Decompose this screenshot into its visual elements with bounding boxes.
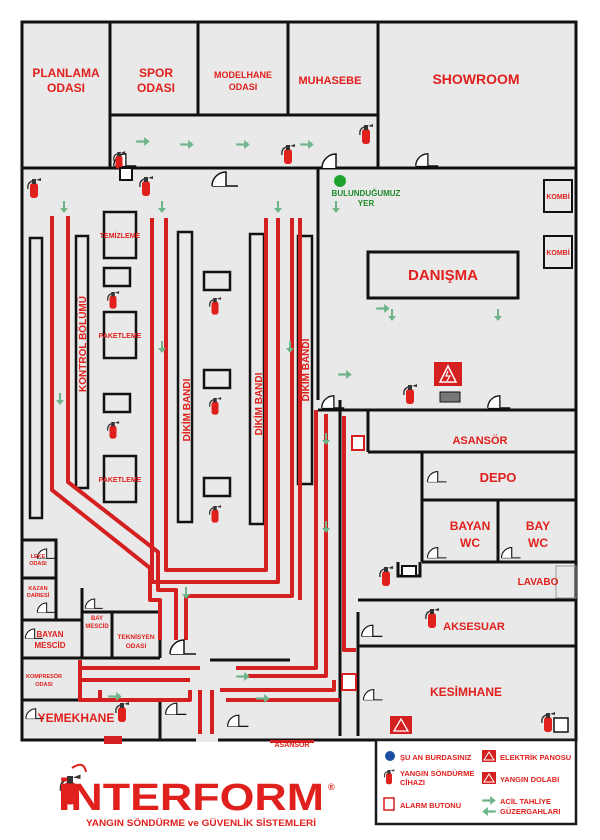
room-kazan-line2: DAİRESİ xyxy=(27,592,50,599)
exit-gap xyxy=(196,734,218,742)
room-yemekhane: YEMEKHANE xyxy=(38,711,115,725)
you-are-here-icon xyxy=(385,751,395,761)
room-bay-wc-line2: WC xyxy=(528,536,548,550)
bottom-elevator-marker xyxy=(270,740,314,743)
right-room-walls xyxy=(316,168,576,736)
alarm-buttons xyxy=(119,167,569,733)
location-marker-label-line2: YER xyxy=(358,199,375,208)
room-paketleme-1: PAKETLEME xyxy=(99,333,142,340)
room-kompresor-line2: ODASI xyxy=(35,682,53,688)
room-aksesuar: AKSESUAR xyxy=(443,621,505,633)
legend-fire-cabinet: YANGIN DOLABI xyxy=(500,775,559,784)
room-bayan-mescid-line2: MESCİD xyxy=(34,641,65,650)
room-kompresor-line1: KOMPRESÖR xyxy=(26,673,62,680)
production-benches xyxy=(28,210,314,526)
room-showroom: SHOWROOM xyxy=(432,71,519,87)
room-depo: DEPO xyxy=(480,470,517,485)
room-teknisyen-line2: ODASI xyxy=(126,643,147,650)
room-kombi-2: KOMBİ xyxy=(546,249,569,257)
room-muhasebe: MUHASEBE xyxy=(299,75,362,87)
legend-alarm: ALARM BUTONU xyxy=(400,801,461,810)
room-spor-line2: ODASI xyxy=(137,81,175,95)
room-bay-mescid-line2: MESCİD xyxy=(85,623,109,630)
you-are-here-marker xyxy=(334,175,346,187)
room-bay-wc-line1: BAY xyxy=(526,519,550,533)
room-bayan-mescid-line1: BAYAN xyxy=(37,630,64,639)
kombi-rooms xyxy=(543,179,573,269)
room-asansor: ASANSÖR xyxy=(452,434,507,447)
fire-cabinet-icon xyxy=(482,772,496,784)
evacuation-routes xyxy=(50,216,356,740)
room-bayan-wc-line1: BAYAN xyxy=(450,519,490,533)
room-kesimhane: KESİMHANE xyxy=(430,684,502,699)
room-kazan-line1: KAZAN xyxy=(28,586,47,592)
lavabo-sink-grid xyxy=(555,565,577,599)
top-room-walls xyxy=(22,22,576,170)
alarm-button-icon xyxy=(383,797,395,811)
legend-extinguisher-line2: CİHAZI xyxy=(400,778,425,787)
room-planlama-line2: ODASI xyxy=(47,81,85,95)
danisma-desk xyxy=(366,250,520,300)
room-teknisyen-line1: TEKNİSYEN xyxy=(117,633,155,641)
room-kontrol: KONTROL BÖLÜMÜ xyxy=(76,296,89,392)
room-modelhane-line2: ODASI xyxy=(229,82,258,92)
legend-evacuation-line1: ACİL TAHLİYE xyxy=(500,797,551,806)
room-kombi-1: KOMBİ xyxy=(546,193,569,201)
room-temizleme: TEMİZLEME xyxy=(100,232,141,240)
brand-registered-mark: ® xyxy=(328,782,335,792)
room-asansor-bottom: ASANSÖR xyxy=(274,740,309,749)
lower-left-room-walls xyxy=(22,538,290,740)
room-bay-mescid-line1: BAY xyxy=(91,616,103,622)
room-paketleme-2: PAKETLEME xyxy=(99,477,142,484)
brand-name: İNTERFORM xyxy=(58,777,324,819)
location-marker-label-line1: BULUNDUĞUMUZ xyxy=(332,189,401,198)
electric-panel-icon xyxy=(482,750,496,762)
legend-extinguisher-line1: YANGIN SÖNDÜRME xyxy=(400,769,474,778)
room-modelhane-line1: MODELHANE xyxy=(214,70,272,80)
room-lavabo: LAVABO xyxy=(518,577,559,588)
brand-logo: İNTERFORM ® YANGIN SÖNDÜRME ve GÜVENLİK … xyxy=(58,763,335,829)
exit-marker xyxy=(104,736,122,744)
brand-tagline: YANGIN SÖNDÜRME ve GÜVENLİK SİSTEMLERİ xyxy=(86,818,316,829)
room-planlama-line1: PLANLAMA xyxy=(32,66,100,80)
legend-you-are-here: ŞU AN BURDASINIZ xyxy=(400,753,472,762)
room-dikim-3: DİKİM BANDI xyxy=(299,338,312,401)
room-bayan-wc-line2: WC xyxy=(460,536,480,550)
room-dikim-1: DİKİM BANDI xyxy=(180,378,193,441)
room-spor-line1: SPOR xyxy=(139,66,173,80)
room-leke-line2: ODASI xyxy=(29,561,47,567)
electric-panel xyxy=(390,362,462,734)
legend-electric: ELEKTRİK PANOSU xyxy=(500,753,571,762)
room-dikim-2: DİKİM BANDI xyxy=(252,372,265,435)
room-leke-line1: LEKE xyxy=(31,554,46,560)
room-danisma: DANIŞMA xyxy=(408,267,478,284)
legend-evacuation-line2: GÜZERGAHLARI xyxy=(500,807,560,816)
legend: ŞU AN BURDASINIZ YANGIN SÖNDÜRME CİHAZI … xyxy=(374,738,578,826)
